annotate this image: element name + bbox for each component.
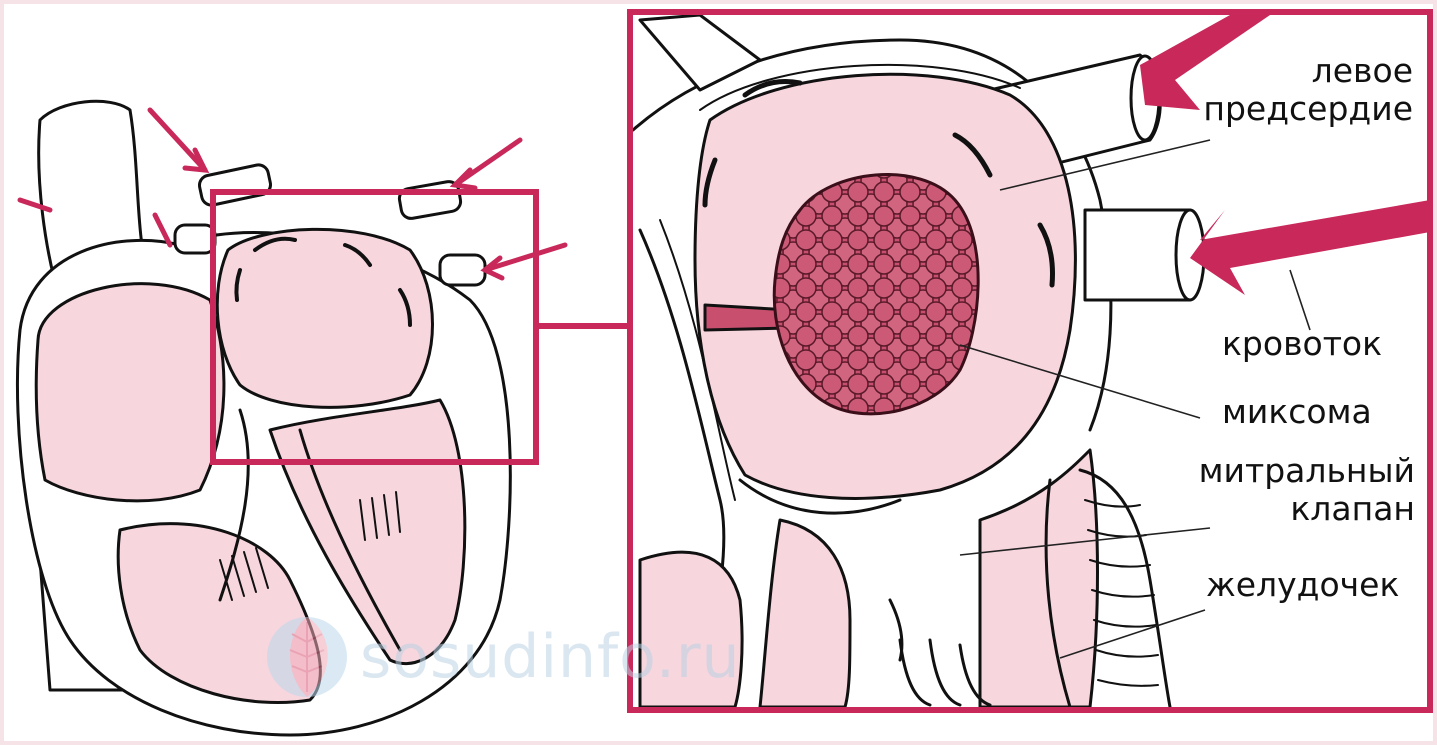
right-ventricle-chamber <box>36 284 224 501</box>
label-myxoma: миксома <box>1222 393 1372 431</box>
leaf-logo-icon <box>262 612 352 702</box>
myxoma-mass <box>774 175 978 414</box>
label-mitral-valve-line1: митральный <box>1170 452 1415 490</box>
label-mitral-valve-line2: клапан <box>1170 490 1415 528</box>
label-blood-flow: кровоток <box>1222 325 1382 363</box>
watermark-text: sosudinfo.ru <box>360 622 741 692</box>
label-left-atrium: левое предсердие <box>1175 52 1413 128</box>
label-mitral-valve: митральный клапан <box>1170 452 1415 528</box>
watermark: sosudinfo.ru <box>262 612 741 702</box>
label-left-atrium-line2: предсердие <box>1175 90 1413 128</box>
label-left-atrium-line1: левое <box>1175 52 1413 90</box>
label-ventricle: желудочек <box>1206 566 1399 604</box>
left-atrium-small <box>217 229 432 407</box>
